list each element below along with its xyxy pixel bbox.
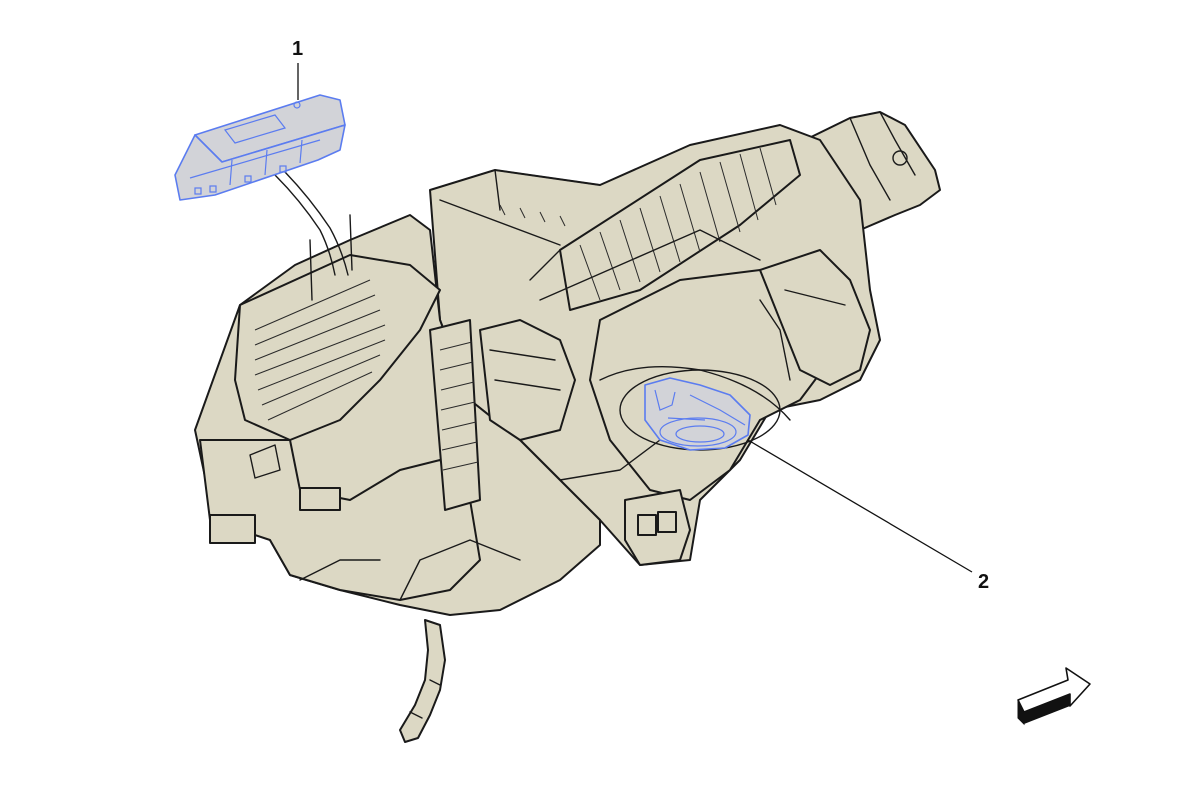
- connector-plug-b: [657, 511, 677, 533]
- hvac-unit-assembly: [194, 111, 941, 743]
- evaporator-block: [234, 254, 441, 441]
- front-port-left: [299, 487, 341, 511]
- front-port-lower: [209, 514, 256, 544]
- part-1-control-module: [174, 94, 346, 201]
- connector-plug-a: [637, 514, 657, 536]
- actuator-panel: [429, 319, 481, 511]
- callout-2-leader: [747, 439, 973, 573]
- direction-arrow-icon: [1017, 667, 1091, 726]
- wiring-harness: [274, 174, 336, 276]
- module-front-face: [174, 124, 346, 201]
- top-grille: [559, 139, 801, 311]
- drain-hose: [399, 619, 446, 743]
- callout-1: 1: [292, 38, 303, 100]
- part-2-blower-motor: [644, 377, 751, 451]
- callout-2-label: 2: [978, 571, 989, 593]
- right-bracket: [759, 249, 871, 386]
- callout-1-label: 1: [292, 38, 303, 60]
- callout-2: 2: [747, 439, 989, 593]
- center-connector: [479, 319, 576, 441]
